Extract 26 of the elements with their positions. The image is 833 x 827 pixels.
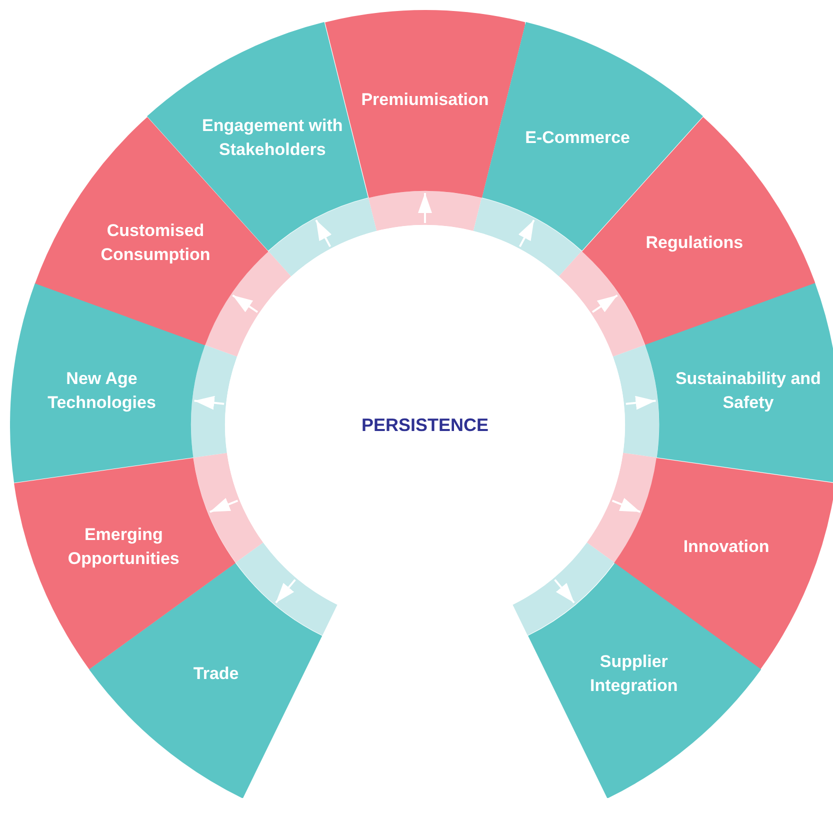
arrow bbox=[275, 579, 296, 604]
arrow bbox=[232, 294, 258, 313]
segment-label: Premiumisation bbox=[360, 89, 490, 111]
segment-label: Customised Consumption bbox=[100, 220, 212, 266]
arrow bbox=[612, 498, 640, 513]
segment-label: Trade bbox=[192, 662, 240, 685]
segment-label: Sustainability and Safety bbox=[674, 368, 822, 414]
arrow bbox=[210, 498, 238, 513]
ring-segment bbox=[10, 283, 206, 483]
center-label: PERSISTENCE bbox=[361, 414, 489, 436]
arrow bbox=[554, 579, 575, 604]
arrow bbox=[518, 220, 535, 248]
segment-label: Emerging Opportunities bbox=[66, 524, 180, 570]
segment-label: E-Commerce bbox=[524, 127, 631, 150]
segment-label: Regulations bbox=[644, 232, 744, 254]
segment-label: Supplier Integration bbox=[588, 650, 679, 697]
arrow bbox=[194, 396, 224, 410]
arrow bbox=[418, 193, 432, 223]
arrow bbox=[626, 396, 656, 410]
ring-segment bbox=[644, 283, 833, 483]
ring-segment bbox=[528, 562, 761, 798]
segment-label: New Age Technologies bbox=[46, 368, 157, 414]
arrow bbox=[592, 294, 618, 313]
segment-label: Innovation bbox=[682, 536, 770, 558]
arrow bbox=[315, 220, 332, 248]
segment-label: Engagement with Stakeholders bbox=[201, 115, 344, 162]
